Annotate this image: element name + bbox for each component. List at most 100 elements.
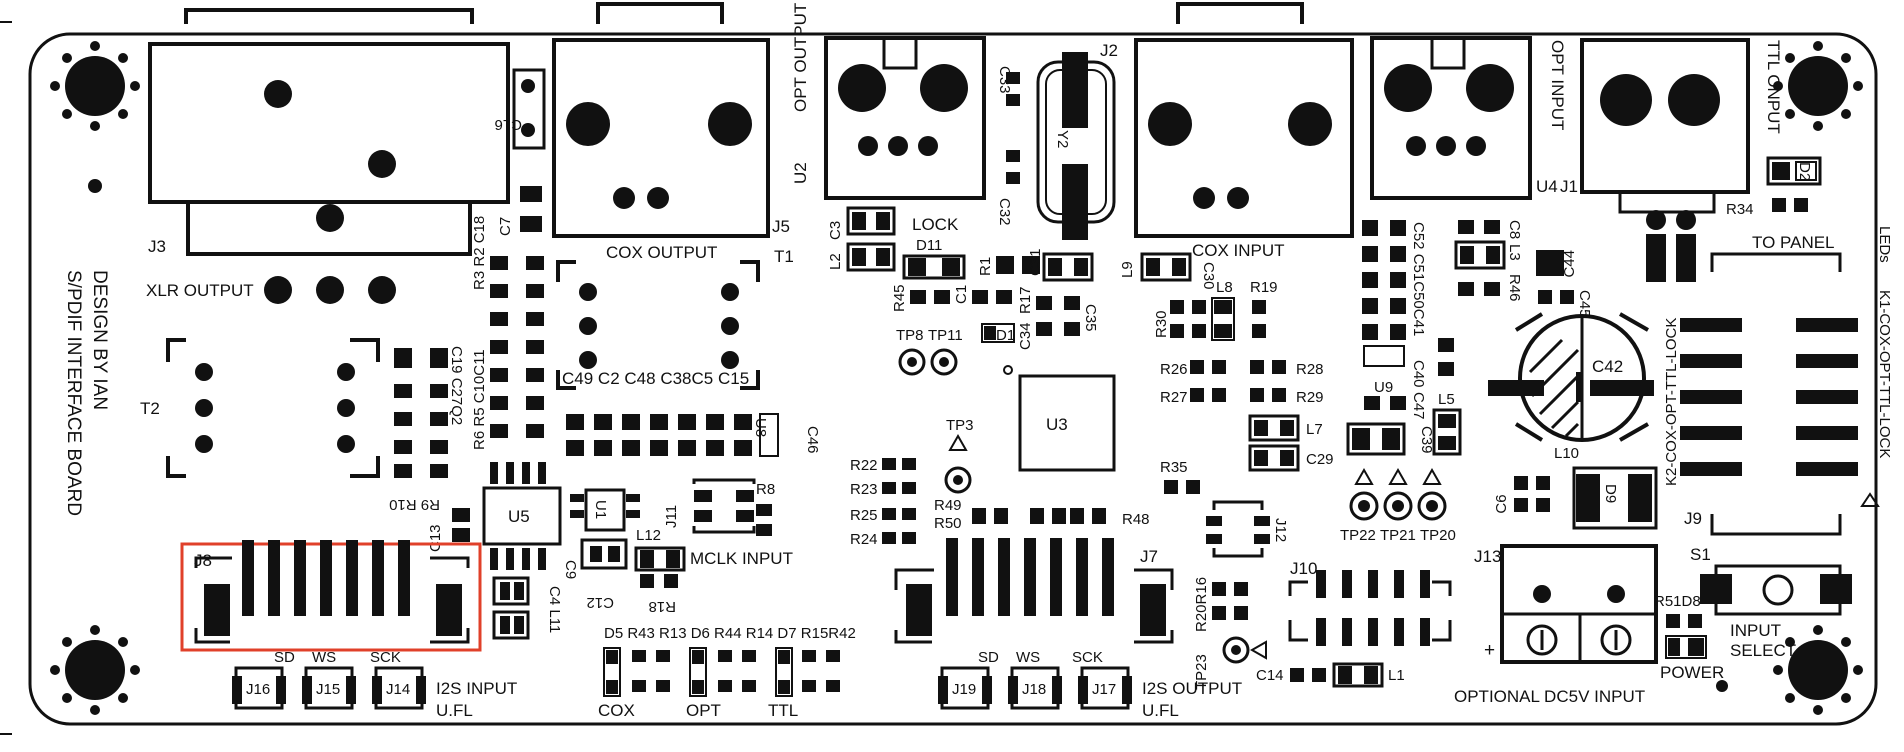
- label-r48: R48: [1122, 511, 1150, 528]
- label-sd-out: SD: [978, 649, 999, 666]
- label-ws-out: WS: [1016, 649, 1040, 666]
- label-ufl-in: U.FL: [436, 701, 473, 720]
- label-c30: C30: [1200, 262, 1217, 290]
- label-r29: R29: [1296, 389, 1324, 406]
- label-u4: U4: [1536, 177, 1558, 196]
- label-i2s-output: I2S OUTPUT: [1142, 679, 1242, 698]
- label-r20-r16: R20R16: [1193, 577, 1210, 632]
- label-j7: J7: [1140, 547, 1158, 566]
- label-r28: R28: [1296, 361, 1324, 378]
- label-r50: R50: [934, 515, 962, 532]
- xlr-output-connector: [148, 8, 546, 304]
- label-opt-input: OPT INPUT: [1548, 40, 1567, 130]
- label-d2: D2: [1796, 162, 1813, 181]
- crystal-y2: [1036, 52, 1116, 240]
- label-optional-dc: OPTIONAL DC5V INPUT: [1454, 687, 1645, 706]
- label-j2: J2: [1100, 41, 1118, 60]
- label-opt-led: OPT: [686, 701, 721, 720]
- label-l5: L5: [1438, 391, 1455, 408]
- label-r25: R25: [850, 507, 878, 524]
- label-sck-in: SCK: [370, 649, 401, 666]
- label-r27: R27: [1160, 389, 1188, 406]
- transformer-t2: [166, 338, 380, 478]
- label-l2: L2: [827, 253, 844, 270]
- passive-array-left: [394, 256, 544, 478]
- label-j1: J1: [1560, 177, 1578, 196]
- label-j16: J16: [246, 681, 270, 698]
- label-leds: LEDs: [1876, 226, 1893, 263]
- label-c14: C14: [1256, 667, 1284, 684]
- header-j11: [692, 478, 756, 534]
- label-j15: J15: [316, 681, 340, 698]
- label-j13: J13: [1474, 547, 1501, 566]
- label-r35: R35: [1160, 459, 1188, 476]
- label-c47: C47: [1410, 392, 1427, 420]
- label-tp22: TP22: [1340, 527, 1376, 544]
- chip-u1: [570, 488, 640, 532]
- label-r3-r2-c18: R3 R2 C18: [471, 216, 488, 290]
- label-d9: D9: [1602, 484, 1619, 503]
- label-tp8: TP8: [896, 327, 924, 344]
- label-c1: C1: [953, 285, 970, 304]
- label-c31: C31: [1027, 248, 1044, 276]
- label-t1: T1: [774, 247, 794, 266]
- label-to-panel: TO PANEL: [1752, 233, 1835, 252]
- label-c52-c41: C52 C51C50C41: [1410, 222, 1427, 336]
- label-tp20: TP20: [1420, 527, 1456, 544]
- label-l1: L1: [1388, 667, 1405, 684]
- label-u3: U3: [1046, 415, 1068, 434]
- label-j9: J9: [1684, 509, 1702, 528]
- label-l7: L7: [1306, 421, 1323, 438]
- label-c45: C45: [1576, 290, 1593, 318]
- label-c46: C46: [804, 426, 821, 454]
- label-power: POWER: [1660, 663, 1724, 682]
- optical-output-u2: [824, 36, 986, 200]
- i2s-output-header-j7: [894, 538, 1174, 644]
- label-k1: K1-COX-OPT-TTL-LOCK: [1876, 290, 1893, 458]
- label-l3: L3: [1506, 244, 1523, 261]
- label-r22: R22: [850, 457, 878, 474]
- label-j18: J18: [1022, 681, 1046, 698]
- cox-input-connector: [1134, 2, 1354, 238]
- label-c32: C32: [996, 198, 1013, 226]
- label-l10: L10: [1554, 445, 1579, 462]
- board-author: DESIGN BY IAN: [89, 270, 110, 410]
- label-r17: R17: [1017, 286, 1034, 314]
- label-c6: C6: [1493, 494, 1510, 513]
- switch-s1-input-select[interactable]: [1700, 564, 1852, 616]
- label-r24: R24: [850, 531, 878, 548]
- label-c11-r5-r6: R6 R5 C10C11: [471, 349, 488, 450]
- chip-u8: [566, 413, 779, 457]
- label-ws-in: WS: [312, 649, 336, 666]
- label-sd-in: SD: [274, 649, 295, 666]
- chip-u9: [1363, 345, 1405, 367]
- label-u8: U8: [752, 418, 769, 437]
- label-c3: C3: [827, 221, 844, 240]
- label-cox-input: COX INPUT: [1192, 241, 1285, 260]
- mounting-hole-bottom-right: [1773, 625, 1863, 715]
- label-d11: D11: [916, 237, 942, 254]
- label-j11: J11: [663, 505, 680, 528]
- label-r45: R45: [891, 284, 908, 312]
- led-indicator-row: [603, 647, 840, 697]
- label-c8: C8: [1506, 220, 1523, 239]
- board-outline: [28, 32, 1878, 726]
- label-s1: S1: [1690, 545, 1711, 564]
- label-c35: C35: [1082, 304, 1099, 332]
- label-opt-output: OPT OUTPUT: [791, 3, 810, 112]
- label-u1: U1: [592, 500, 609, 519]
- label-r18: R18: [648, 598, 676, 615]
- i2s-input-header-j8: [180, 540, 482, 652]
- label-tp21: TP21: [1380, 527, 1416, 544]
- label-r19: R19: [1250, 279, 1278, 296]
- label-l12: L12: [636, 527, 661, 544]
- label-j19: J19: [952, 681, 976, 698]
- label-mclk-input: MCLK INPUT: [690, 549, 793, 568]
- label-tp23: TP23: [1193, 654, 1210, 690]
- label-j14: J14: [386, 681, 410, 698]
- label-c49-c15: C49 C2 C48 C38C5 C15: [562, 369, 749, 388]
- label-r34: R34: [1726, 201, 1754, 218]
- label-ufl-out: U.FL: [1142, 701, 1179, 720]
- label-t2: T2: [140, 399, 160, 418]
